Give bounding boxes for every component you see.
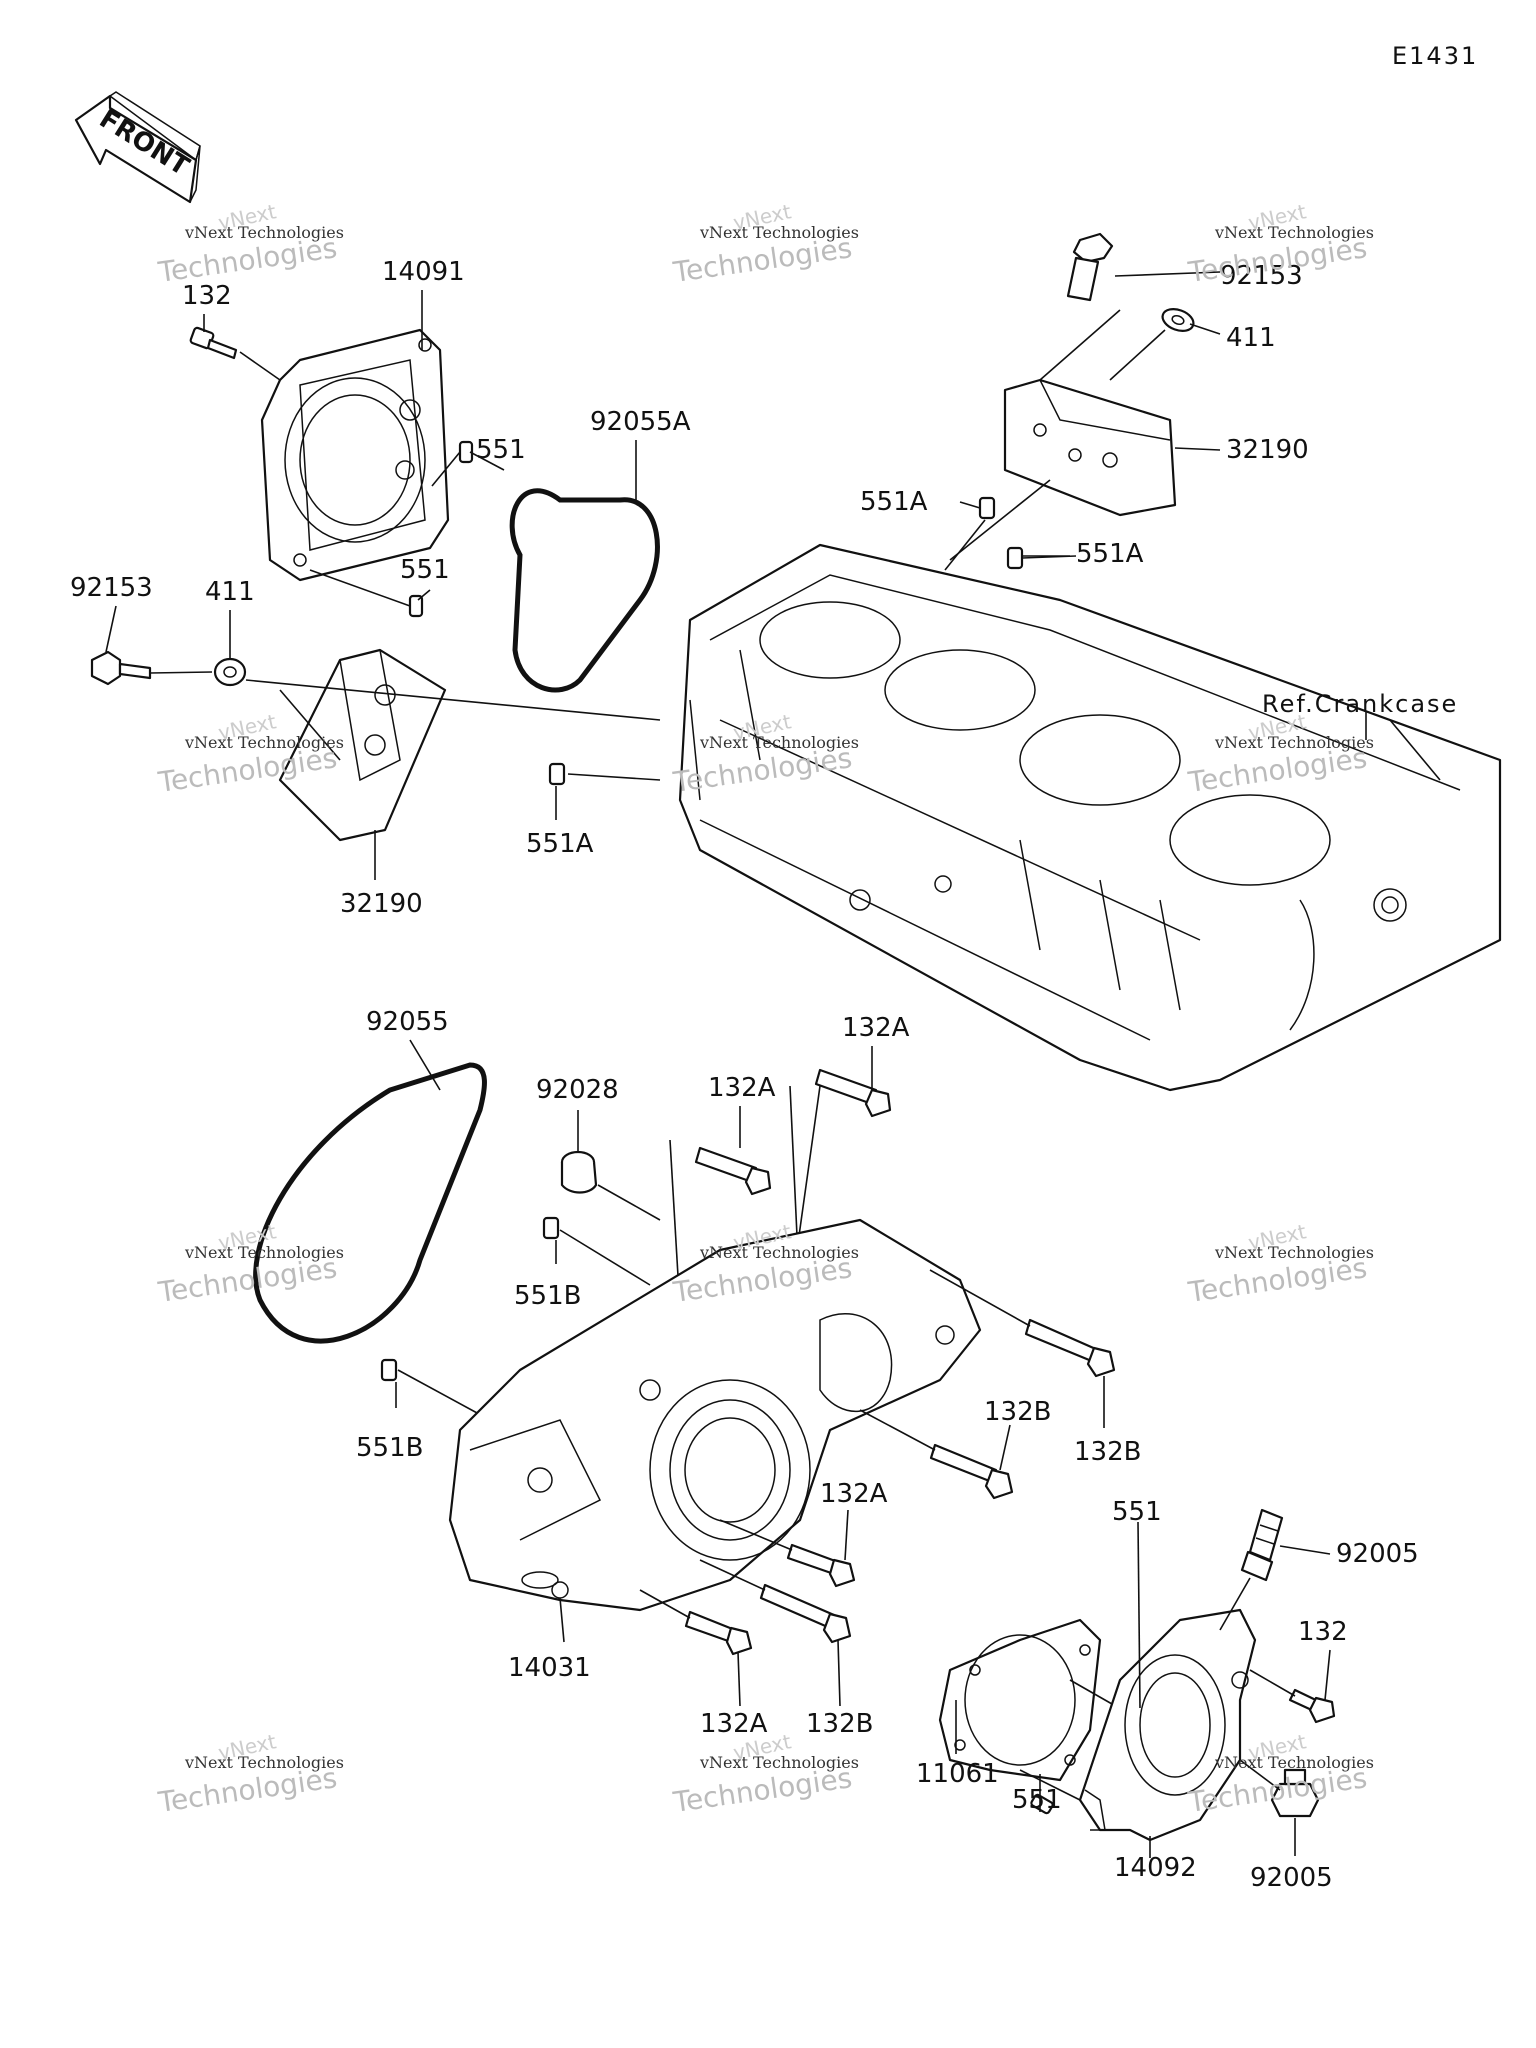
svg-text:vNext Technologies: vNext Technologies [699, 1243, 859, 1262]
callout-14092: 14092 [1114, 1853, 1197, 1883]
callout-132-top: 132 [182, 281, 232, 311]
svg-text:vNext Technologies: vNext Technologies [184, 733, 344, 752]
svg-text:vNext Technologies: vNext Technologies [184, 223, 344, 242]
pin-551A-right-top [978, 496, 996, 520]
pin-551-right-bottom [1030, 1793, 1054, 1815]
bolt-132A-bottom [684, 1610, 753, 1656]
bolt-132-top [189, 326, 238, 360]
callout-551-right-top: 551 [1112, 1497, 1162, 1527]
bolt-92153-right [1066, 232, 1114, 302]
callout-411-right: 411 [1226, 323, 1276, 353]
callout-551-lower: 551 [400, 555, 450, 585]
callout-11061: 11061 [916, 1759, 999, 1789]
svg-text:vNext Technologies: vNext Technologies [1214, 1753, 1374, 1772]
bolt-132A-top [814, 1068, 892, 1118]
svg-text:vNext Technologies: vNext Technologies [184, 1243, 344, 1262]
callout-551A-left: 551A [526, 829, 594, 859]
bolt-132B-bottom [759, 1583, 852, 1644]
callout-32190-right: 32190 [1226, 435, 1309, 465]
callout-132A-mid: 132A [708, 1073, 776, 1103]
callout-92055A: 92055A [590, 407, 691, 437]
callout-14031: 14031 [508, 1653, 591, 1683]
callout-132-right: 132 [1298, 1617, 1348, 1647]
callout-92005-top: 92005 [1336, 1539, 1419, 1569]
cover-14092 [1078, 1608, 1257, 1842]
callout-132A-top: 132A [842, 1013, 910, 1043]
callout-551A-right-mid: 551A [1076, 539, 1144, 569]
callout-132B-right: 132B [1074, 1437, 1141, 1467]
callout-411-left: 411 [205, 577, 255, 607]
callout-132A-bottom: 132A [700, 1709, 768, 1739]
callout-551-upper: 551 [476, 435, 526, 465]
crankcase-reference [678, 543, 1502, 1092]
bolt-132-right [1288, 1688, 1336, 1724]
pin-551A-left [548, 762, 566, 786]
callout-92153-left: 92153 [70, 573, 153, 603]
svg-text:vNext Technologies: vNext Technologies [1214, 1243, 1374, 1262]
callout-551-right-bottom: 551 [1012, 1785, 1062, 1815]
diagram-code: E1431 [1392, 42, 1478, 70]
callout-132A-lower: 132A [820, 1479, 888, 1509]
front-arrow-icon: FRONT [74, 91, 201, 204]
washer-411-left [213, 657, 247, 687]
gasket-11061 [938, 1618, 1102, 1782]
bolt-132A-mid [694, 1146, 772, 1196]
bushing-92028 [560, 1150, 598, 1194]
callout-92005-bottom: 92005 [1250, 1863, 1333, 1893]
pin-551A-right-mid [1006, 546, 1024, 570]
cover-14031 [448, 1218, 982, 1612]
bolt-92153-left [90, 650, 152, 686]
callout-92028: 92028 [536, 1075, 619, 1105]
svg-text:vNext Technologies: vNext Technologies [699, 223, 859, 242]
gasket-92055 [253, 1062, 487, 1344]
cover-32190-left [278, 648, 447, 842]
callout-92153-right: 92153 [1220, 261, 1303, 291]
fitting-92005-bottom [1270, 1768, 1320, 1818]
callout-551B-lower: 551B [356, 1433, 423, 1463]
callout-14091: 14091 [382, 257, 465, 287]
bolt-132B-mid [929, 1443, 1014, 1500]
callout-32190-left: 32190 [340, 889, 423, 919]
svg-text:vNext Technologies: vNext Technologies [184, 1753, 344, 1772]
fitting-92005-top [1240, 1508, 1284, 1582]
callout-ref-crankcase: Ref.Crankcase [1262, 690, 1458, 718]
svg-text:vNext Technologies: vNext Technologies [699, 733, 859, 752]
svg-text:vNext Technologies: vNext Technologies [1214, 223, 1374, 242]
callout-132B-bottom: 132B [806, 1709, 873, 1739]
callout-551A-right-top: 551A [860, 487, 928, 517]
pin-551B-upper [542, 1216, 560, 1240]
cover-14091 [260, 328, 450, 582]
bolt-132A-lower [786, 1543, 856, 1588]
gasket-92055A [509, 488, 660, 693]
callout-92055: 92055 [366, 1007, 449, 1037]
pin-551B-lower [380, 1358, 398, 1382]
svg-text:vNext Technologies: vNext Technologies [699, 1753, 859, 1772]
callout-551B-upper: 551B [514, 1281, 581, 1311]
bolt-132B-right [1024, 1318, 1116, 1378]
svg-text:vNext Technologies: vNext Technologies [1214, 733, 1374, 752]
callout-132B-mid: 132B [984, 1397, 1051, 1427]
